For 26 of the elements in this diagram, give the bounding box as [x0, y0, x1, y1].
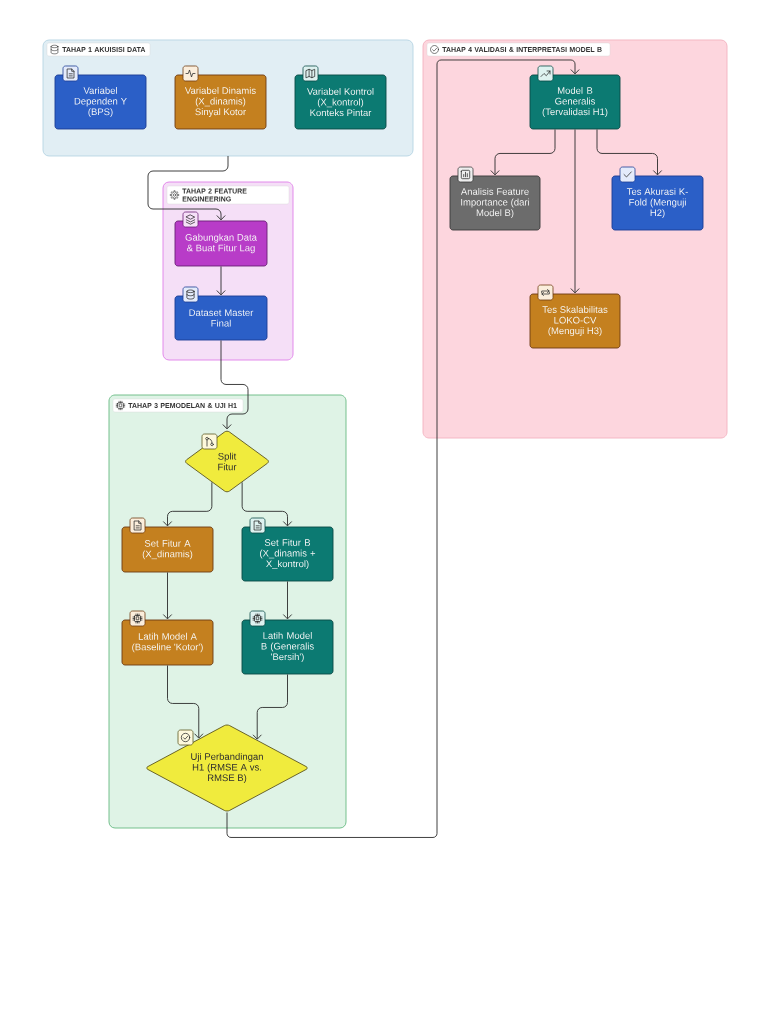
process-box: Tes Skalabilitas LOKO-CV (Menguji H3)	[529, 293, 621, 349]
process-box: Variabel Kontrol (X_kontrol) Konteks Pintar	[294, 74, 387, 130]
process-box: Gabungkan Data & Buat Fitur Lag	[174, 220, 268, 267]
process-box: Dataset Master Final	[174, 295, 268, 341]
arrow	[490, 129, 556, 176]
arrow	[596, 129, 663, 176]
arrow	[220, 340, 249, 430]
process-box: Model B Generalis (Tervalidasi H1)	[529, 74, 621, 130]
arrow	[216, 266, 226, 296]
process-box: Variabel Dinamis (X_dinamis) Sinyal Kotor	[174, 74, 267, 130]
arrow	[147, 155, 229, 221]
arrow	[252, 674, 288, 740]
arrow	[570, 129, 580, 294]
arrow	[226, 59, 580, 838]
arrow	[162, 572, 173, 620]
process-box: Latih Model A (Baseline 'Kotor')	[121, 619, 214, 666]
process-box: Latih Model B (Generalis 'Bersih')	[241, 619, 334, 675]
process-box: Variabel Dependen Y (BPS)	[54, 74, 147, 130]
arrow	[162, 481, 213, 527]
process-box: Tes Akurasi K-Fold (Menguji H2)	[611, 175, 704, 231]
arrow	[241, 481, 293, 527]
process-box: Set Fitur B (X_dinamis + X_kontrol)	[241, 526, 334, 582]
arrow	[282, 581, 293, 620]
arrow	[167, 665, 204, 739]
process-box: Set Fitur A (X_dinamis)	[121, 526, 214, 573]
process-box: Analisis Feature Importance (dari Model B)	[449, 175, 541, 231]
